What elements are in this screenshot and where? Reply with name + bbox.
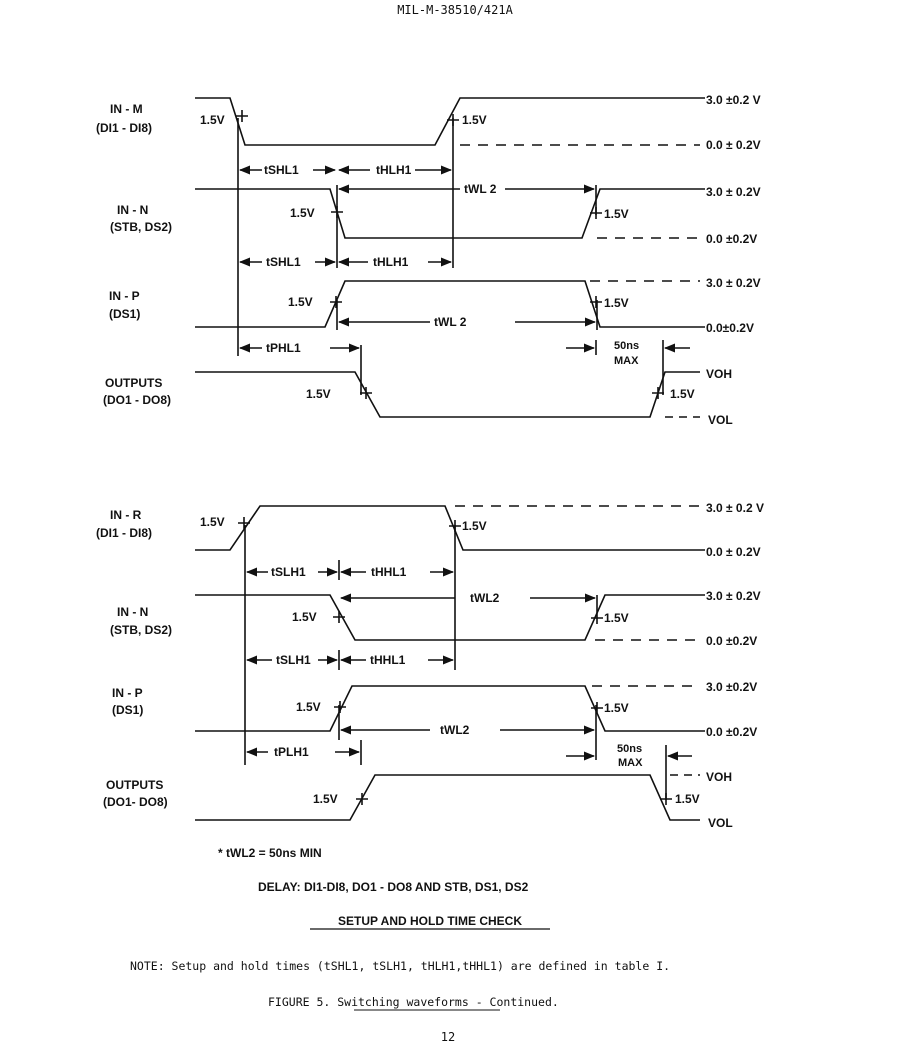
label-in-p-pins: (DS1): [109, 307, 140, 321]
waveform-in-n-2: [195, 594, 705, 641]
max-word: MAX: [614, 355, 639, 367]
document-id: MIL-M-38510/421A: [397, 3, 513, 17]
threshold-label: 1.5V: [288, 295, 313, 309]
threshold-label: 1.5V: [292, 610, 317, 624]
level-in-n-low: 0.0 ±0.2V: [706, 232, 757, 246]
label-in-n-2: IN - N: [117, 605, 148, 619]
level-in-p-high: 3.0 ± 0.2V: [706, 276, 761, 290]
level-in-m-low: 0.0 ± 0.2V: [706, 138, 761, 152]
timing-thhl1: tHHL1: [371, 565, 407, 579]
label-outputs-2: OUTPUTS: [106, 778, 163, 792]
level-in-n-2-low: 0.0 ±0.2V: [706, 634, 757, 648]
timing-thlh1: tHLH1: [373, 255, 409, 269]
level-vol-2: VOL: [708, 816, 733, 830]
label-outputs-2-pins: (DO1- DO8): [103, 795, 168, 809]
threshold-label: 1.5V: [604, 611, 629, 625]
timing-tplh1: tPLH1: [274, 745, 309, 759]
level-vol: VOL: [708, 413, 733, 427]
level-in-m-high: 3.0 ±0.2 V: [706, 93, 761, 107]
level-in-n-high: 3.0 ± 0.2V: [706, 185, 761, 199]
label-in-r: IN - R: [110, 508, 142, 522]
waveform-outputs-1: [195, 371, 700, 418]
threshold-label: 1.5V: [296, 700, 321, 714]
max-50ns: 50ns: [614, 340, 639, 352]
timing-twl2: tWL 2: [434, 315, 467, 329]
label-in-n-pins: (STB, DS2): [110, 220, 172, 234]
level-voh: VOH: [706, 367, 732, 381]
timing-thlh1: tHLH1: [376, 163, 412, 177]
level-in-p-2-high: 3.0 ±0.2V: [706, 680, 757, 694]
level-in-r-low: 0.0 ± 0.2V: [706, 545, 761, 559]
note: NOTE: Setup and hold times (tSHL1, tSLH1…: [130, 959, 670, 973]
label-in-r-pins: (DI1 - DI8): [96, 526, 152, 540]
threshold-label: 1.5V: [604, 207, 629, 221]
figure-caption: FIGURE 5. Switching waveforms - Continue…: [268, 995, 559, 1009]
footnote: * tWL2 = 50ns MIN: [218, 846, 322, 860]
timing-diagram-2: [195, 505, 705, 821]
timing-twl2: tWL2: [470, 591, 500, 605]
waveform-outputs-2: [195, 774, 700, 821]
waveform-in-r: [195, 505, 705, 551]
timing-tslh1: tSLH1: [271, 565, 306, 579]
threshold-label: 1.5V: [604, 296, 629, 310]
label-in-m-pins: (DI1 - DI8): [96, 121, 152, 135]
waveform-in-m: [195, 97, 705, 146]
timing-tslh1: tSLH1: [276, 653, 311, 667]
threshold-label: 1.5V: [462, 113, 487, 127]
level-voh-2: VOH: [706, 770, 732, 784]
label-in-p-2-pins: (DS1): [112, 703, 143, 717]
threshold-label: 1.5V: [670, 387, 695, 401]
delay-line: DELAY: DI1-DI8, DO1 - DO8 AND STB, DS1, …: [258, 880, 529, 894]
label-outputs-pins: (DO1 - DO8): [103, 393, 171, 407]
threshold-label: 1.5V: [313, 792, 338, 806]
threshold-label: 1.5V: [200, 113, 225, 127]
label-in-p-2: IN - P: [112, 686, 143, 700]
level-in-r-high: 3.0 ± 0.2 V: [706, 501, 764, 515]
level-in-n-2-high: 3.0 ± 0.2V: [706, 589, 761, 603]
threshold-label: 1.5V: [306, 387, 331, 401]
label-in-p: IN - P: [109, 289, 140, 303]
check-title: SETUP AND HOLD TIME CHECK: [338, 914, 522, 928]
page-number: 12: [441, 1030, 455, 1044]
threshold-label: 1.5V: [290, 206, 315, 220]
label-outputs: OUTPUTS: [105, 376, 162, 390]
level-in-p-2-low: 0.0 ±0.2V: [706, 725, 757, 739]
timing-tshl1: tSHL1: [266, 255, 301, 269]
label-in-n: IN - N: [117, 203, 148, 217]
threshold-label: 1.5V: [462, 519, 487, 533]
timing-tphl1: tPHL1: [266, 341, 301, 355]
max-word: MAX: [618, 757, 643, 769]
waveform-in-p-2: [195, 685, 705, 732]
max-50ns: 50ns: [617, 743, 642, 755]
level-in-p-low: 0.0±0.2V: [706, 321, 754, 335]
timing-tshl1: tSHL1: [264, 163, 299, 177]
label-in-m: IN - M: [110, 102, 143, 116]
timing-thhl1: tHHL1: [370, 653, 406, 667]
threshold-label: 1.5V: [200, 515, 225, 529]
threshold-label: 1.5V: [604, 701, 629, 715]
waveform-in-n: [195, 188, 705, 239]
timing-twl2: tWL2: [440, 723, 470, 737]
timing-diagram-1: [195, 97, 705, 418]
waveform-in-p: [195, 280, 705, 328]
threshold-label: 1.5V: [675, 792, 700, 806]
label-in-n-2-pins: (STB, DS2): [110, 623, 172, 637]
timing-twl2: tWL 2: [464, 182, 497, 196]
